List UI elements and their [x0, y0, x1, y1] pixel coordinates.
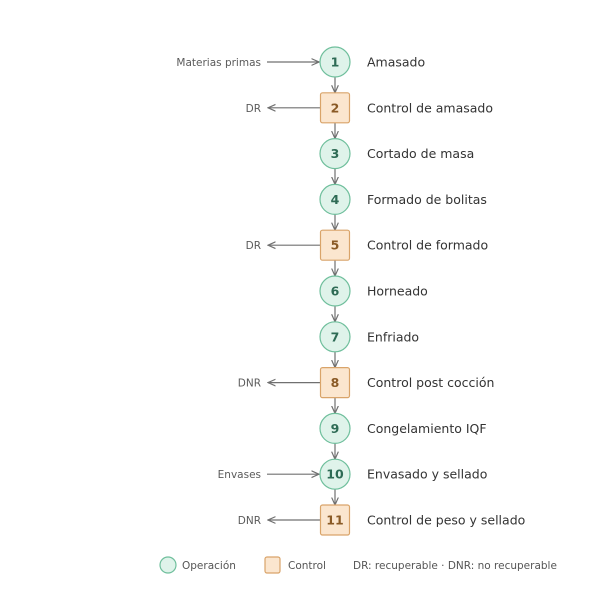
control-node — [319, 504, 351, 536]
step-label: Horneado — [367, 284, 428, 299]
step-number: 3 — [331, 146, 340, 161]
step-label: Amasado — [367, 55, 425, 70]
legend-note: DR: recuperable · DNR: no recuperable — [353, 560, 557, 572]
step-number: 10 — [326, 467, 344, 482]
operation-node — [319, 321, 351, 353]
step-number: 6 — [331, 284, 340, 299]
operation-node — [319, 275, 351, 307]
operation-node — [319, 183, 351, 215]
control-node — [319, 367, 351, 399]
output-label: DR — [246, 103, 261, 115]
step-number: 1 — [331, 55, 340, 70]
step-label: Congelamiento IQF — [367, 421, 487, 436]
operation-node — [319, 46, 351, 78]
output-label: DNR — [238, 515, 261, 527]
input-label: Materias primas — [176, 57, 261, 69]
operation-node — [319, 458, 351, 490]
operation-node — [319, 412, 351, 444]
legend-operation-label: Operación — [182, 560, 236, 572]
legend-control-label: Control — [288, 560, 326, 572]
step-label: Formado de bolitas — [367, 192, 487, 207]
step-number: 5 — [331, 238, 340, 253]
step-number: 11 — [326, 513, 343, 528]
output-label: DR — [246, 240, 261, 252]
control-node — [319, 92, 351, 124]
step-number: 8 — [331, 375, 340, 390]
step-label: Control post cocción — [367, 375, 494, 390]
legend: Operación Control DR: recuperable · DNR:… — [159, 556, 557, 574]
step-label: Envasado y sellado — [367, 467, 487, 482]
step-label: Control de formado — [367, 238, 488, 253]
step-number: 2 — [331, 100, 340, 115]
output-label: DNR — [238, 378, 261, 390]
step-label: Control de amasado — [367, 100, 493, 115]
step-number: 4 — [331, 192, 340, 207]
input-label: Envases — [218, 469, 261, 481]
legend-control-swatch — [264, 556, 281, 574]
step-label: Control de peso y sellado — [367, 513, 525, 528]
step-number: 9 — [331, 421, 340, 436]
step-number: 7 — [331, 329, 340, 344]
control-node — [319, 229, 351, 261]
legend-operation-swatch — [159, 556, 177, 574]
step-label: Enfriado — [367, 329, 419, 344]
step-label: Cortado de masa — [367, 146, 474, 161]
operation-node — [319, 138, 351, 170]
